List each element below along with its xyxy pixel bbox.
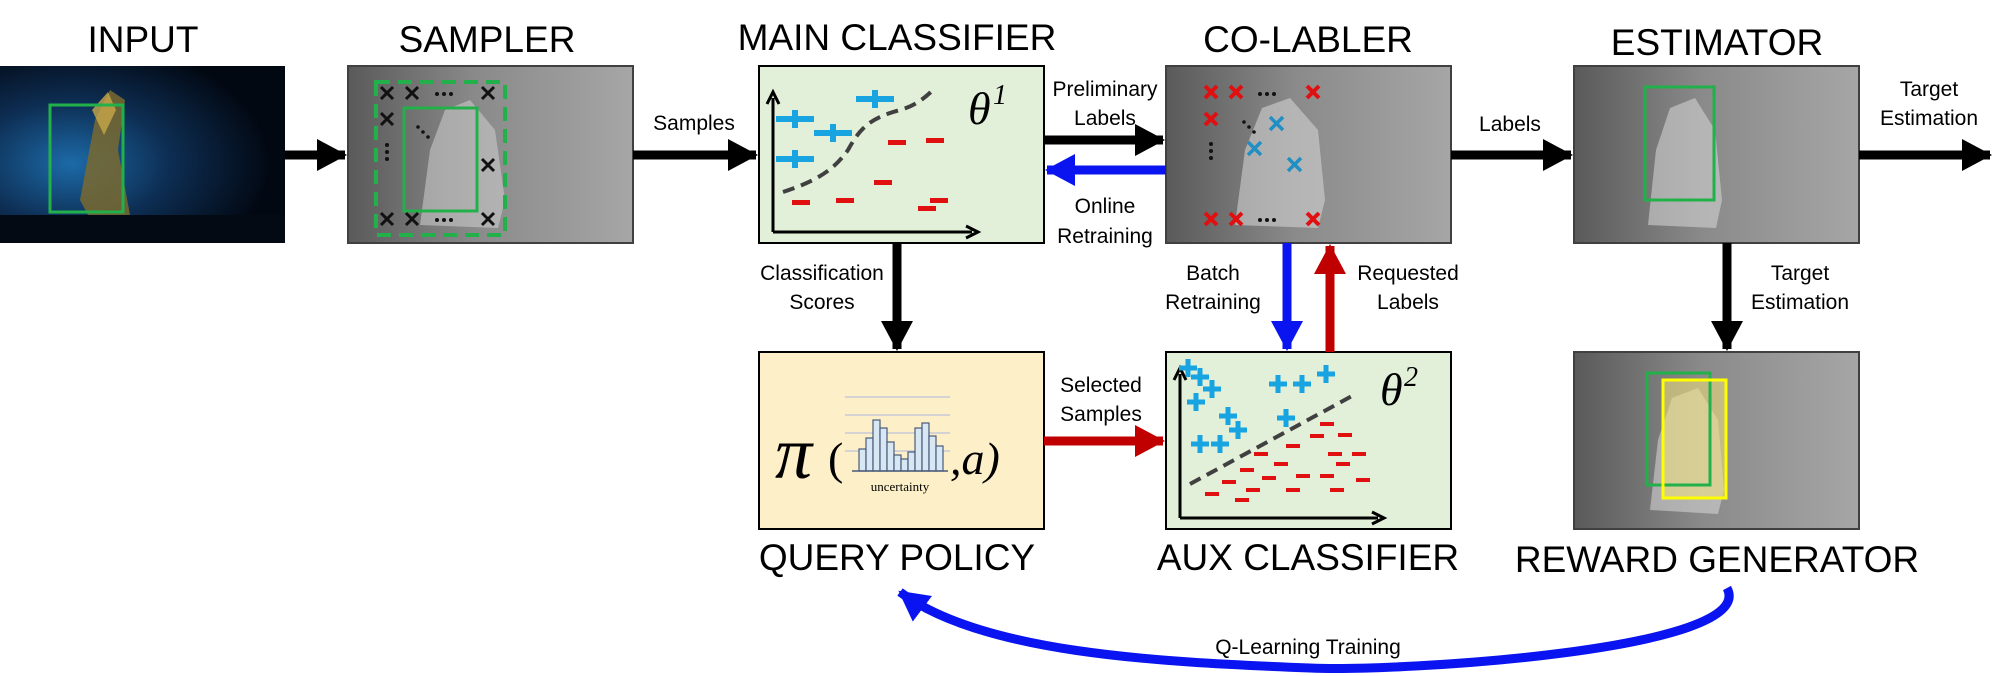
main-decision-boundary	[782, 86, 937, 194]
theta1-superscript: 1	[993, 80, 1007, 111]
pi-symbol: π	[775, 413, 814, 495]
query-policy-box: π ( uncertainty ,a)	[758, 351, 1045, 530]
label-preliminary-1: Preliminary	[1052, 78, 1158, 101]
label-target-out-1: Target	[1900, 78, 1959, 101]
label-classification-2: Scores	[789, 291, 854, 314]
co-labeler-ellipsis	[1209, 92, 1276, 222]
label-selected-1: Selected	[1060, 374, 1142, 397]
reward-ground-truth-box	[1661, 378, 1728, 500]
input-bounding-box	[48, 103, 125, 214]
label-classification-1: Classification	[760, 262, 884, 285]
main-classifier-title: MAIN CLASSIFIER	[738, 17, 1057, 58]
estimator-bounding-box	[1643, 85, 1716, 202]
co-labeler-blue-crosses	[1246, 115, 1303, 173]
co-labeler-title: CO-LABLER	[1203, 19, 1413, 60]
input-frame	[0, 66, 285, 243]
reward-generator-frame	[1573, 351, 1860, 530]
label-preliminary-2: Labels	[1074, 107, 1136, 130]
uncertainty-histogram	[858, 419, 944, 472]
label-target-down-2: Estimation	[1751, 291, 1849, 314]
aux-positive-samples	[1179, 359, 1335, 453]
theta2-superscript: 2	[1404, 362, 1418, 393]
main-positive-samples	[776, 90, 894, 168]
label-selected-2: Samples	[1060, 403, 1142, 426]
label-requested-1: Requested	[1357, 262, 1459, 285]
sample-cross-marks	[379, 85, 496, 227]
policy-open-paren: (	[828, 433, 843, 484]
sampler-frame	[347, 65, 634, 244]
label-samples: Samples	[653, 112, 735, 135]
theta2-symbol: θ	[1380, 364, 1403, 415]
estimator-frame	[1573, 65, 1860, 244]
main-classifier-box: θ 1	[758, 65, 1045, 244]
aux-negative-samples	[1205, 422, 1370, 502]
sample-ellipsis	[385, 92, 453, 222]
label-q-learning: Q-Learning Training	[1215, 636, 1401, 659]
label-requested-2: Labels	[1377, 291, 1439, 314]
sampler-title: SAMPLER	[399, 19, 576, 60]
main-axes	[771, 98, 972, 234]
co-labeler-frame	[1165, 65, 1452, 244]
aux-classifier-title: AUX CLASSIFIER	[1157, 537, 1459, 578]
co-labeler-red-crosses	[1203, 84, 1321, 227]
aux-decision-boundary	[1189, 394, 1353, 486]
reward-estimate-box	[1645, 371, 1712, 487]
aux-axes	[1178, 374, 1378, 520]
label-target-out-2: Estimation	[1880, 107, 1978, 130]
sampler-dashed-box	[374, 80, 507, 237]
label-online-2: Retraining	[1057, 225, 1153, 248]
policy-action: ,a)	[950, 433, 1000, 484]
aux-classifier-box: θ 2	[1165, 351, 1452, 530]
label-labels: Labels	[1479, 113, 1541, 136]
label-batch-2: Retraining	[1165, 291, 1261, 314]
uncertainty-label: uncertainty	[871, 479, 930, 494]
label-batch-1: Batch	[1186, 262, 1240, 285]
theta1-symbol: θ	[968, 83, 991, 134]
estimator-title: ESTIMATOR	[1611, 22, 1823, 63]
arrow-q-learning	[897, 585, 1734, 673]
sampler-bounding-box	[402, 106, 479, 213]
query-policy-title: QUERY POLICY	[759, 537, 1035, 578]
label-online-1: Online	[1075, 195, 1136, 218]
main-negative-samples	[792, 138, 948, 211]
reward-overlap-fill	[1663, 380, 1726, 498]
input-title: INPUT	[88, 19, 199, 60]
label-target-down-1: Target	[1771, 262, 1830, 285]
reward-generator-title: REWARD GENERATOR	[1515, 539, 1919, 580]
